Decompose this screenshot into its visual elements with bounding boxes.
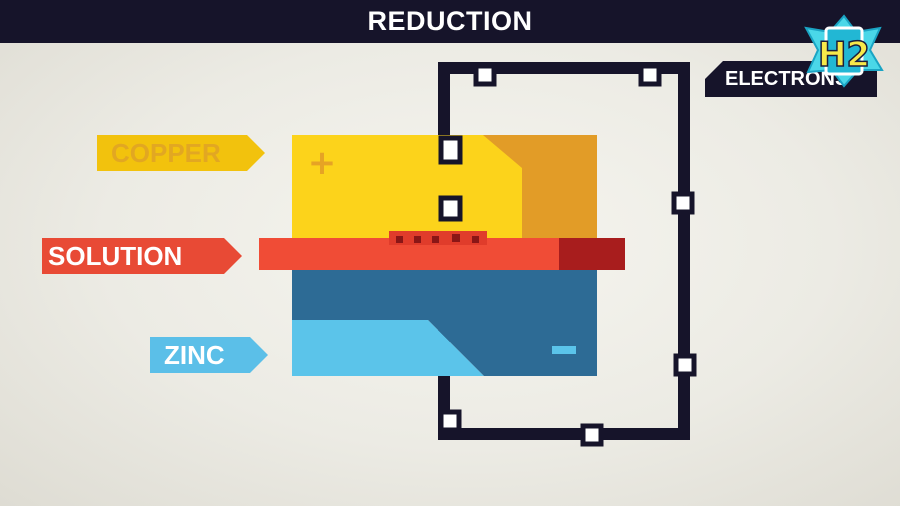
electron xyxy=(671,191,695,215)
copper-electrode-shade xyxy=(483,135,597,240)
copper-ion xyxy=(452,234,460,242)
electrons-label-text: ELECTRONS xyxy=(725,67,849,90)
zinc-electrode-upper xyxy=(292,268,597,320)
copper-ion xyxy=(472,236,479,243)
electron xyxy=(438,409,462,433)
zinc-label: ZINC xyxy=(150,337,268,373)
copper-ion xyxy=(414,236,421,243)
logo-text: H2 xyxy=(818,35,870,75)
logo-tile xyxy=(824,26,864,76)
electron xyxy=(438,195,463,222)
solution-label: SOLUTION xyxy=(42,238,242,274)
zinc-label-text: ZINC xyxy=(164,339,225,370)
solution-label-text: SOLUTION xyxy=(48,240,183,271)
negative-sign xyxy=(552,346,576,354)
zinc-electrode-lower xyxy=(292,320,484,376)
electron xyxy=(438,135,463,165)
positive-sign: + xyxy=(308,143,337,183)
electron xyxy=(473,63,497,87)
copper-ion xyxy=(432,236,439,243)
copper-label-text: COPPER xyxy=(111,137,221,168)
zinc-electrode-lower-dark xyxy=(428,320,597,376)
electron xyxy=(638,63,662,87)
page-title: REDUCTION xyxy=(367,6,533,36)
copper-ion xyxy=(396,236,403,243)
electron xyxy=(673,353,697,377)
electron xyxy=(580,423,604,447)
solution-layer-shade xyxy=(559,238,625,270)
copper-label: COPPER xyxy=(97,135,265,171)
title-bar: REDUCTION xyxy=(0,0,900,43)
channel-logo: H2 xyxy=(804,14,884,88)
